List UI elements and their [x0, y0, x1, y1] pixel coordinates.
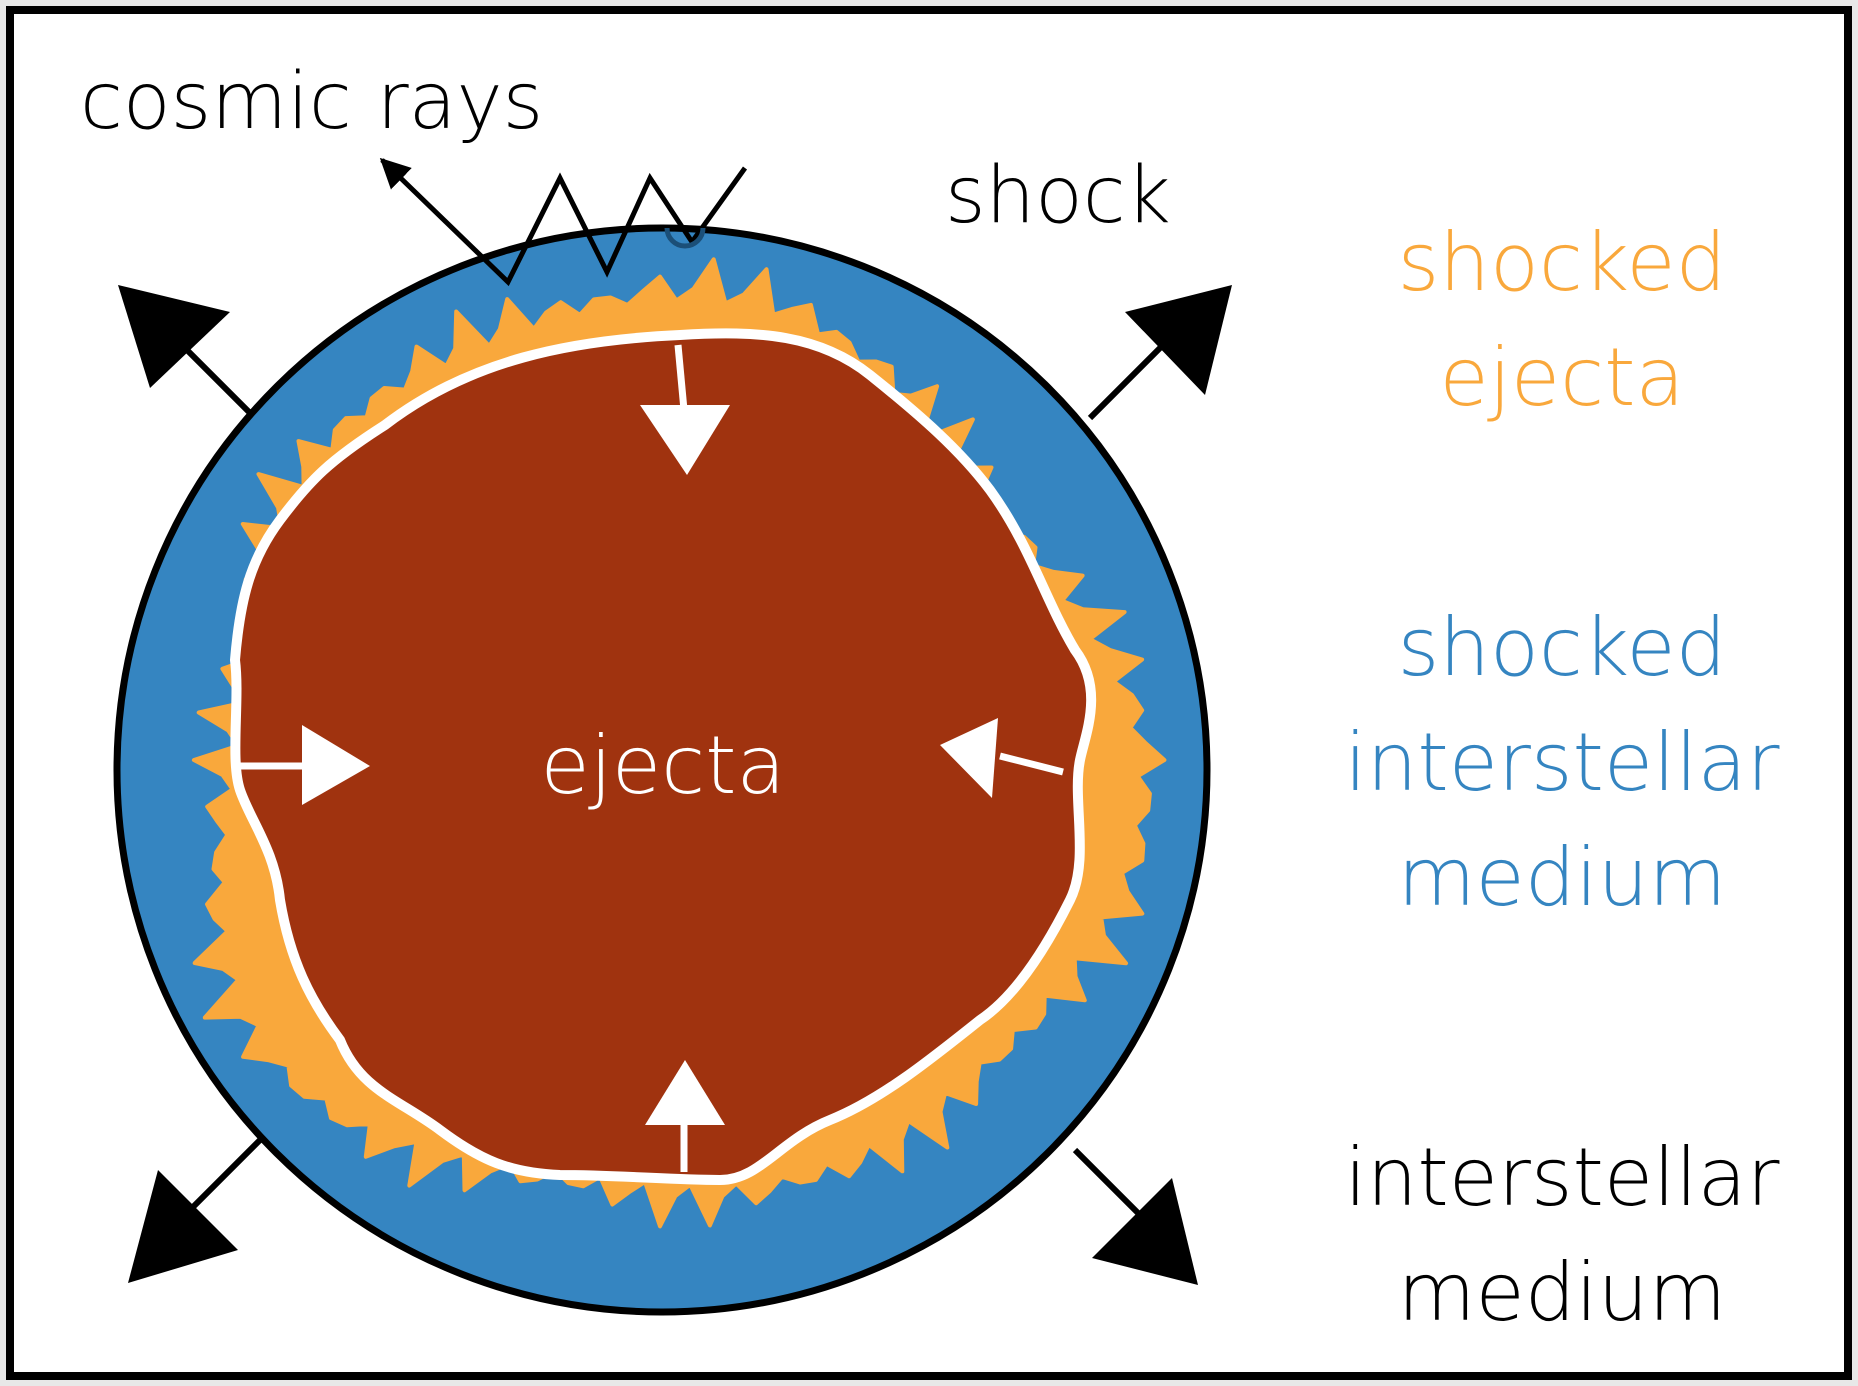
shock-label: shock — [945, 151, 1171, 241]
legend-shocked-ejecta-line-1: shocked — [1398, 216, 1727, 309]
legend-shocked-ism-line-1: shocked — [1398, 601, 1727, 694]
legend-shocked-ism-line-2: interstellar — [1344, 716, 1779, 809]
legend-ism-line-2: medium — [1398, 1246, 1727, 1339]
legend-ism-line-1: interstellar — [1344, 1131, 1779, 1224]
ejecta-label: ejecta — [540, 719, 785, 812]
cosmic-rays-label: cosmic rays — [80, 57, 543, 147]
legend-shocked-ism-line-3: medium — [1398, 831, 1727, 924]
legend-shocked-ejecta-line-2: ejecta — [1439, 331, 1684, 424]
